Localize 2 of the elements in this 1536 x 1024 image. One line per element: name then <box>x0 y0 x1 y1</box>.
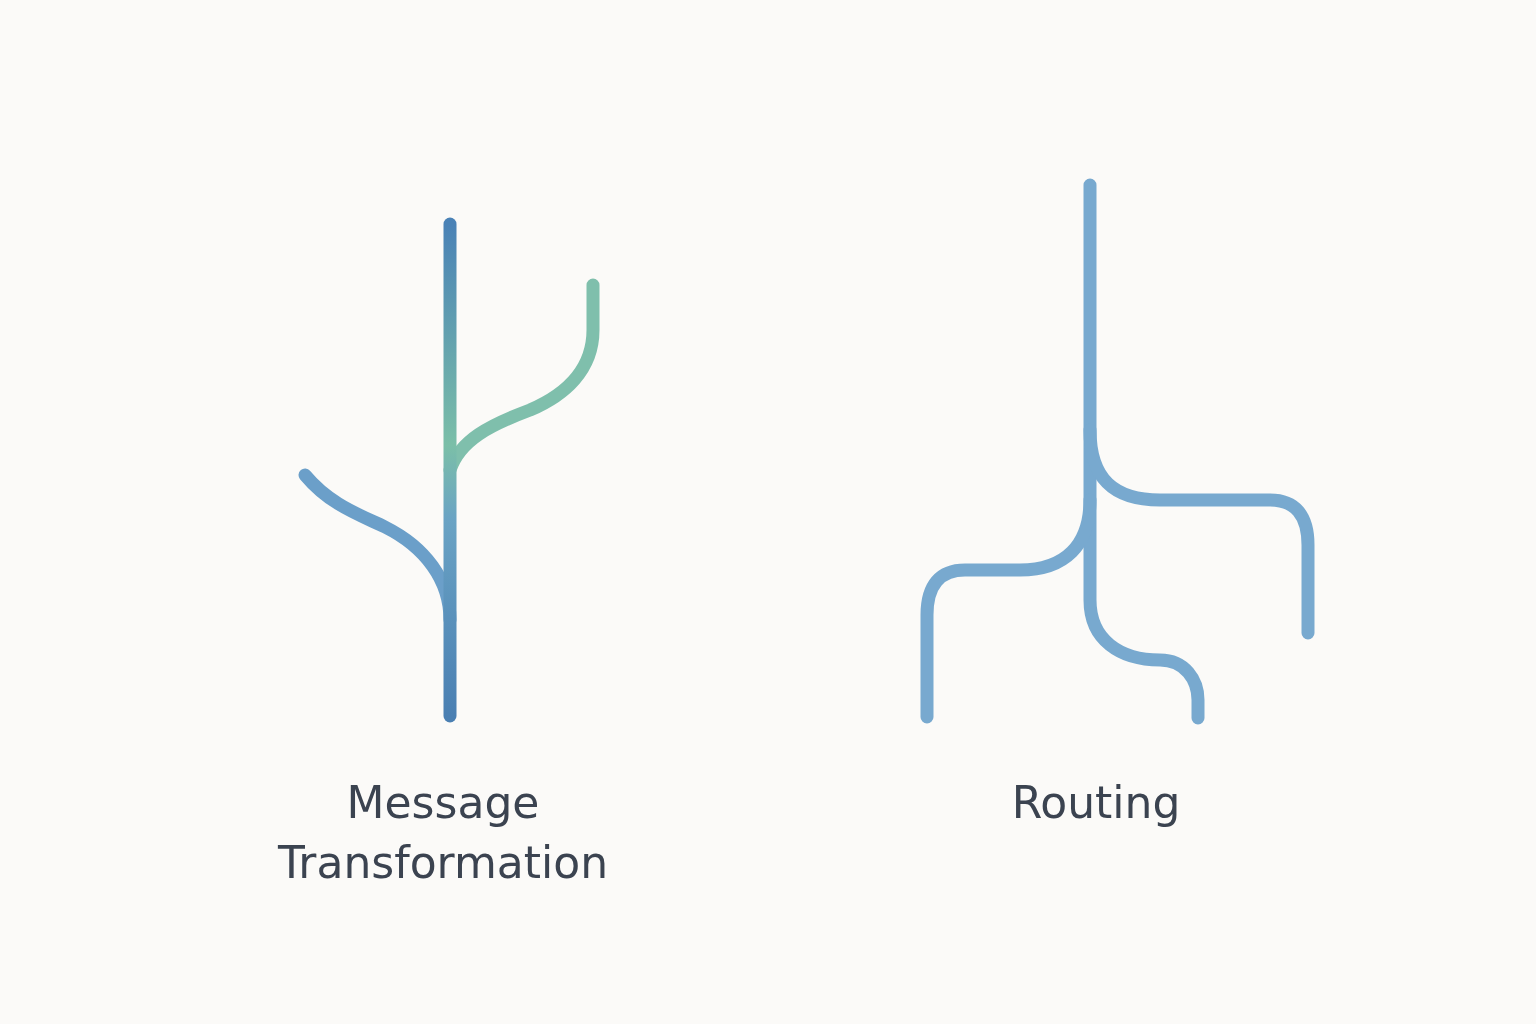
icon-label: Message Transformation <box>276 776 610 890</box>
icon-label: Routing <box>1010 776 1182 830</box>
